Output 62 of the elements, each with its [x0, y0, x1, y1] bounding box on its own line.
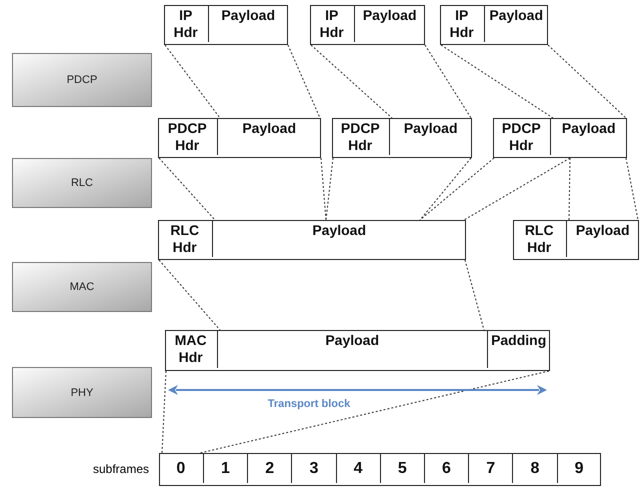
packet-frame [164, 5, 288, 45]
subframe-cell: 4 [336, 452, 380, 484]
packet-frame [440, 5, 548, 45]
padding-field: Padding [486, 330, 550, 368]
payload-field: Payload [388, 118, 472, 156]
subframe-cell: 9 [556, 452, 601, 484]
payload-field: Payload [216, 118, 321, 156]
header-field: IP Hdr [310, 4, 354, 42]
mapping-line [158, 158, 216, 220]
row-label: subframes [92, 462, 149, 476]
subframe-cell: 1 [202, 452, 248, 484]
mapping-line [440, 44, 554, 118]
subframe-row [159, 453, 601, 486]
mapping-line [200, 370, 550, 454]
subframe-cell: 3 [291, 452, 336, 484]
mapping-line [464, 158, 570, 220]
subframe-cell: 8 [512, 452, 556, 484]
mapping-line [548, 44, 626, 118]
mapping-line [310, 44, 392, 118]
payload-field: Payload [550, 118, 627, 156]
layer-box: PDCP [12, 53, 152, 107]
packet-frame [310, 5, 425, 45]
mapping-line [568, 158, 570, 220]
packet-frame [332, 118, 472, 158]
layer-box: MAC [12, 262, 152, 312]
subframe-cell: 6 [424, 452, 468, 484]
payload-field: Payload [354, 4, 425, 42]
packet-frame [158, 220, 466, 260]
payload-field: Payload [212, 220, 466, 258]
header-field: PDCP Hdr [492, 118, 550, 156]
subframe-cell: 5 [380, 452, 424, 484]
header-field: PDCP Hdr [332, 118, 389, 156]
dimension-label: Transport block [266, 398, 352, 410]
header-field: RLC Hdr [158, 220, 212, 258]
mapping-line [420, 158, 494, 220]
payload-field: Payload [566, 220, 639, 258]
packet-frame [158, 118, 321, 158]
subframe-cell: 0 [158, 452, 203, 484]
mapping-line [424, 44, 472, 118]
header-field: MAC Hdr [164, 330, 217, 368]
header-field: IP Hdr [440, 4, 484, 42]
header-field: IP Hdr [164, 4, 208, 42]
payload-field: Payload [484, 4, 548, 42]
packet-frame [493, 118, 627, 158]
header-field: RLC Hdr [512, 220, 566, 258]
subframe-cell: 2 [247, 452, 292, 484]
packet-frame [165, 330, 550, 371]
mapping-line [320, 158, 326, 220]
mapping-line [162, 370, 166, 454]
payload-field: Payload [208, 4, 288, 42]
layer-box: RLC [12, 158, 152, 208]
layer-box: PHY [12, 367, 152, 418]
mapping-line [164, 44, 220, 118]
mapping-line [288, 44, 320, 118]
subframe-cell: 7 [468, 452, 512, 484]
header-field: PDCP Hdr [158, 118, 217, 156]
mapping-line [420, 158, 472, 220]
packet-frame [513, 220, 639, 260]
mapping-line [464, 260, 484, 330]
mapping-line [326, 158, 334, 220]
mapping-line [626, 158, 638, 220]
payload-field: Payload [216, 330, 487, 368]
